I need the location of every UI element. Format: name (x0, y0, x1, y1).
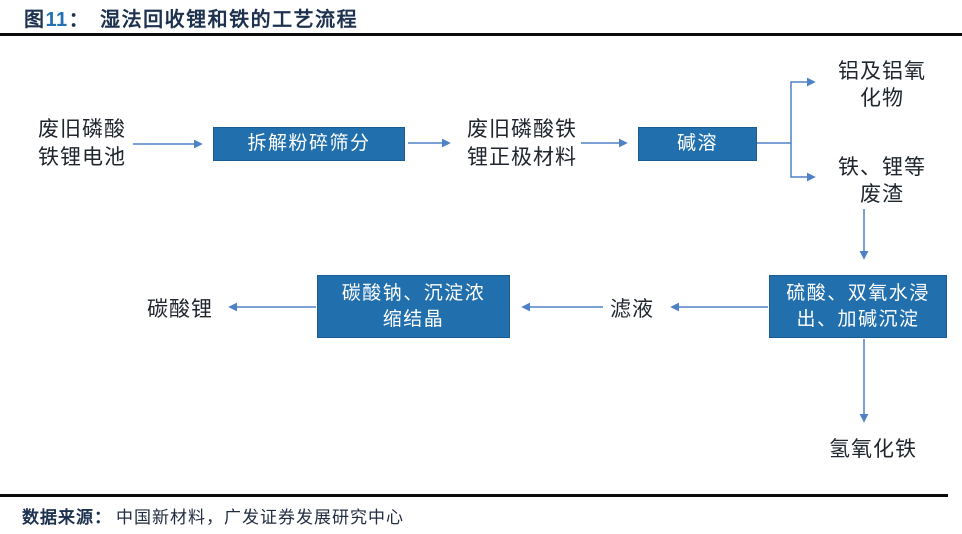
node-iron-hydroxide: 氢氧化铁 (806, 436, 940, 464)
process-box-dismantle: 拆解粉碎筛分 (213, 127, 405, 161)
node-cathode-material-line1: 废旧磷酸铁 (467, 118, 577, 141)
node-cathode-material: 废旧磷酸铁 锂正极材料 (455, 116, 589, 172)
node-iron-lithium-residue: 铁、锂等 废渣 (820, 154, 944, 208)
arrow-alkali-to-residue (790, 143, 816, 182)
node-waste-battery: 废旧磷酸 铁锂电池 (26, 116, 138, 172)
node-aluminum-oxide-line1: 铝及铝氧 (838, 60, 926, 83)
node-iron-hydroxide-label: 氢氧化铁 (829, 438, 917, 461)
process-box-alkali-dissolve: 碱溶 (638, 127, 757, 161)
top-divider (0, 33, 962, 36)
node-filtrate: 滤液 (606, 296, 658, 324)
node-waste-battery-line1: 废旧磷酸 (38, 118, 126, 141)
figure-title: 湿法回收锂和铁的工艺流程 (100, 9, 359, 31)
process-box-sodium-carbonate: 碳酸钠、沉淀浓 缩结晶 (317, 275, 510, 338)
node-iron-lithium-residue-line1: 铁、锂等 (838, 156, 926, 179)
bottom-divider (0, 494, 948, 497)
data-source-text: 中国新材料，广发证券发展研究中心 (116, 508, 404, 527)
process-box-acid-leach-line1: 硫酸、双氧水浸 (786, 282, 930, 304)
process-box-acid-leach: 硫酸、双氧水浸 出、加碱沉淀 (769, 275, 947, 338)
node-iron-lithium-residue-line2: 废渣 (860, 183, 904, 206)
process-box-acid-leach-line2: 出、加碱沉淀 (796, 308, 920, 330)
data-source-label: 数据来源： (22, 508, 112, 527)
process-box-alkali-dissolve-label: 碱溶 (676, 133, 718, 154)
node-aluminum-oxide-line2: 化物 (860, 87, 904, 110)
figure-prefix: 图 (24, 9, 46, 31)
process-box-dismantle-label: 拆解粉碎筛分 (247, 133, 371, 154)
node-waste-battery-line2: 铁锂电池 (38, 146, 126, 169)
figure-title-bar: 图11： 湿法回收锂和铁的工艺流程 (24, 3, 358, 31)
node-filtrate-label: 滤液 (610, 298, 654, 321)
process-box-sodium-carbonate-line1: 碳酸钠、沉淀浓 (341, 282, 486, 304)
data-source: 数据来源：中国新材料，广发证券发展研究中心 (22, 503, 404, 528)
process-box-sodium-carbonate-line2: 缩结晶 (382, 308, 445, 330)
node-lithium-carbonate: 碳酸锂 (140, 296, 220, 324)
node-lithium-carbonate-label: 碳酸锂 (147, 298, 213, 321)
arrow-alkali-to-aluminum (757, 77, 816, 144)
figure-colon: ： (68, 9, 91, 31)
figure-number: 11 (45, 9, 68, 31)
node-aluminum-oxide: 铝及铝氧 化物 (820, 58, 944, 112)
node-cathode-material-line2: 锂正极材料 (467, 146, 577, 169)
